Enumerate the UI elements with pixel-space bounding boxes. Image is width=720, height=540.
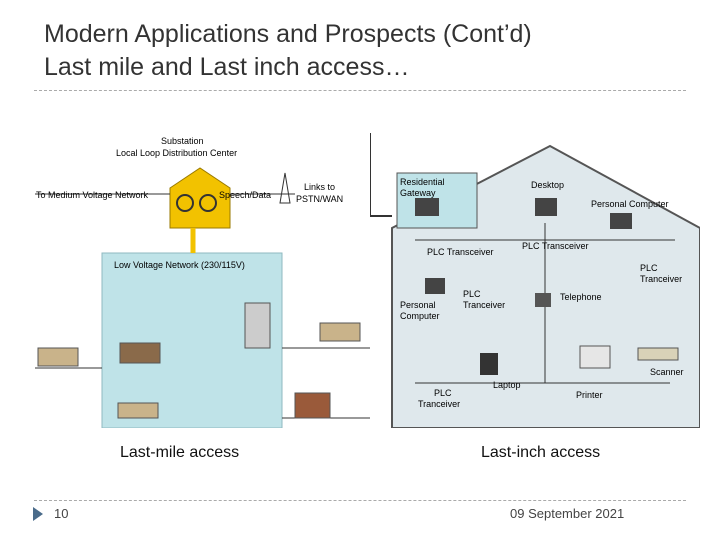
desktop-icon xyxy=(535,198,557,216)
printer-icon xyxy=(579,345,611,369)
substation-building xyxy=(169,167,231,229)
last-inch-diagram: Residential Gateway Desktop Personal Com… xyxy=(369,128,701,429)
plc-label: PLC xyxy=(463,289,481,299)
printer-label: Printer xyxy=(576,390,603,400)
laptop-icon xyxy=(480,353,498,375)
tranceiver-label: Tranceiver xyxy=(463,300,505,310)
scanner-icon xyxy=(637,347,679,361)
tower-icon xyxy=(279,172,291,204)
apartment-building-icon xyxy=(244,302,271,349)
speech-data-label: Speech/Data xyxy=(219,190,271,200)
plc-label: PLC xyxy=(640,263,658,273)
slide-date: 09 September 2021 xyxy=(510,506,625,521)
plc-label: PLC xyxy=(434,388,452,398)
gateway-sublabel: Gateway xyxy=(400,188,436,198)
substation-label: Substation xyxy=(161,136,204,146)
bottom-divider xyxy=(34,500,686,501)
last-inch-caption: Last-inch access xyxy=(481,444,601,461)
substation-sublabel: Local Loop Distribution Center xyxy=(116,148,237,158)
gateway-label: Residential xyxy=(400,177,445,187)
transformer-icon xyxy=(199,194,217,212)
slide-title: Modern Applications and Prospects (Cont’… xyxy=(44,18,532,84)
plc-transceiver-label: PLC Transceiver xyxy=(522,241,589,251)
pstn-wan-label: PSTN/WAN xyxy=(296,194,343,204)
pc-label: Personal xyxy=(400,300,436,310)
laptop-label: Laptop xyxy=(493,380,521,390)
house-icon xyxy=(117,402,159,419)
title-line-1: Modern Applications and Prospects (Cont’… xyxy=(44,20,532,48)
top-divider xyxy=(34,90,686,91)
tranceiver-label: Tranceiver xyxy=(418,399,460,409)
last-mile-svg: Substation Local Loop Distribution Cente… xyxy=(35,136,370,429)
gateway-device-icon xyxy=(415,198,439,216)
barn-icon xyxy=(294,392,331,419)
telephone-icon xyxy=(535,293,551,307)
last-mile-diagram: Substation Local Loop Distribution Cente… xyxy=(30,128,375,429)
medium-voltage-label: To Medium Voltage Network xyxy=(36,190,149,200)
scanner-label: Scanner xyxy=(650,367,684,377)
slide-number: 10 xyxy=(54,506,69,521)
tranceiver-label: Tranceiver xyxy=(640,274,682,284)
telephone-label: Telephone xyxy=(560,292,602,302)
plc-transceiver-label: PLC Transceiver xyxy=(427,247,494,257)
personal-computer-label: Personal Computer xyxy=(591,199,669,209)
house-icon xyxy=(319,322,361,342)
last-inch-svg: Residential Gateway Desktop Personal Com… xyxy=(369,133,701,429)
personal-computer-icon xyxy=(425,278,445,294)
last-mile-caption: Last-mile access xyxy=(120,444,240,461)
title-line-2: Last mile and Last inch access… xyxy=(44,53,410,81)
pc-sublabel: Computer xyxy=(400,311,440,321)
desktop-label: Desktop xyxy=(531,180,564,190)
transformer-icon xyxy=(176,194,194,212)
personal-computer-icon xyxy=(610,213,632,229)
slide-bullet-icon xyxy=(33,507,43,521)
low-voltage-label: Low Voltage Network (230/115V) xyxy=(114,260,245,270)
house-icon xyxy=(119,342,161,364)
house-icon xyxy=(37,347,79,367)
links-label: Links to xyxy=(304,182,335,192)
